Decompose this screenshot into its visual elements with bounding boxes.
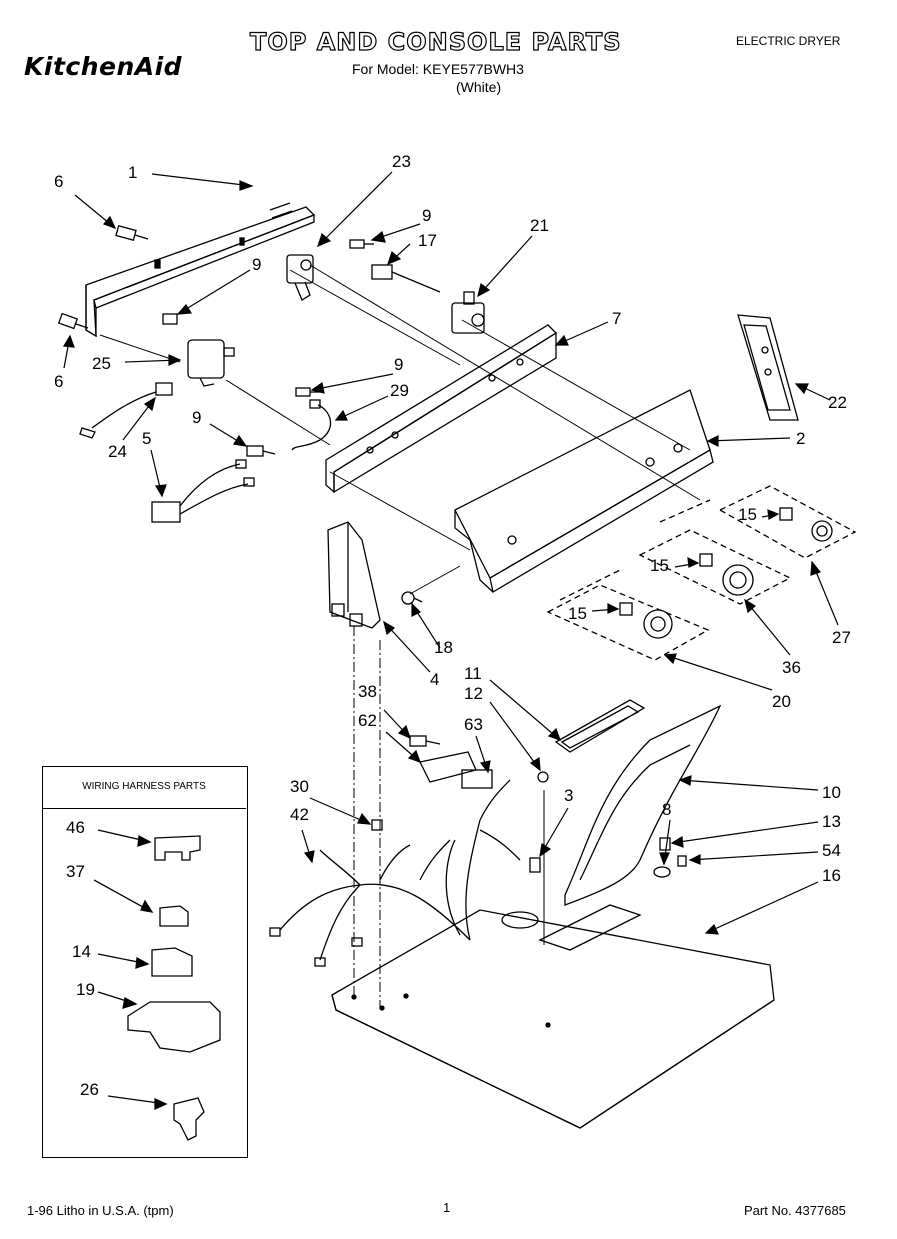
part-7-bracket xyxy=(325,324,558,494)
callout-15: 15 xyxy=(738,505,757,524)
part-62-bracket xyxy=(419,751,477,783)
part-5-harness xyxy=(151,459,255,523)
part-23-switch xyxy=(286,254,314,301)
knob-dashed-boxes xyxy=(546,485,857,661)
harness-parts-box xyxy=(42,766,248,1158)
callout-30: 30 xyxy=(290,777,309,796)
callout-20: 20 xyxy=(772,692,791,711)
callout-5: 5 xyxy=(142,429,152,448)
screw-6-top xyxy=(115,225,149,241)
screw-9-a xyxy=(349,239,374,249)
part-27-knob xyxy=(779,507,833,542)
part-1-bracket xyxy=(85,202,316,338)
callout-23: 23 xyxy=(392,152,411,171)
part-8-washer xyxy=(653,866,671,878)
callout-25: 25 xyxy=(92,354,111,373)
part-2-console xyxy=(454,389,714,594)
part-16-top xyxy=(331,904,775,1129)
part-63-clip xyxy=(461,769,493,789)
part-18-fastener xyxy=(401,591,423,605)
part-25-switch xyxy=(187,339,235,387)
part-3-screw xyxy=(529,857,541,873)
callout-42: 42 xyxy=(290,805,309,824)
callout-22: 22 xyxy=(828,393,847,412)
part-54-screw xyxy=(677,855,687,867)
screw-9-b xyxy=(162,313,178,325)
screw-9-d xyxy=(246,445,276,457)
callout-54: 54 xyxy=(822,841,841,860)
callout-9: 9 xyxy=(252,255,262,274)
part-29-wire xyxy=(291,399,332,451)
callout-15: 15 xyxy=(568,604,587,623)
callout-7: 7 xyxy=(612,309,622,328)
part-22-bracket xyxy=(737,314,799,421)
callout-18: 18 xyxy=(434,638,453,657)
callout-46: 46 xyxy=(66,818,85,837)
callout-36: 36 xyxy=(782,658,801,677)
leader-lines xyxy=(99,264,701,1008)
part-12-clip xyxy=(537,771,549,783)
model-line: For Model: KEYE577BWH3 xyxy=(352,61,524,77)
callout-17: 17 xyxy=(418,231,437,250)
callout-62: 62 xyxy=(358,711,377,730)
part-20-knob xyxy=(619,602,673,639)
part-21-timer xyxy=(451,291,485,334)
callout-1: 1 xyxy=(128,163,138,182)
callout-6: 6 xyxy=(54,172,64,191)
callout-12: 12 xyxy=(464,684,483,703)
callout-14: 14 xyxy=(72,942,91,961)
callout-29: 29 xyxy=(390,381,409,400)
page-title: TOP AND CONSOLE PARTS xyxy=(249,27,622,56)
part-38-screw xyxy=(409,735,441,747)
part-11-panel xyxy=(554,699,646,753)
callout-19: 19 xyxy=(76,980,95,999)
callout-2: 2 xyxy=(796,429,806,448)
callout-9: 9 xyxy=(192,408,202,427)
color-line: (White) xyxy=(456,79,502,95)
callout-38: 38 xyxy=(358,682,377,701)
print-info: 1-96 Litho in U.S.A. (tpm) xyxy=(27,1203,174,1218)
callout-16: 16 xyxy=(822,866,841,885)
callout-8: 8 xyxy=(662,800,672,819)
callout-26: 26 xyxy=(80,1080,99,1099)
callout-13: 13 xyxy=(822,812,841,831)
part-30-clip xyxy=(371,819,383,831)
page-number: 1 xyxy=(443,1200,451,1215)
callout-63: 63 xyxy=(464,715,483,734)
callout-21: 21 xyxy=(530,216,549,235)
part-13-screw xyxy=(659,837,671,851)
callout-15: 15 xyxy=(650,556,669,575)
callout-3: 3 xyxy=(564,786,574,805)
callout-27: 27 xyxy=(832,628,851,647)
callout-9: 9 xyxy=(422,206,432,225)
part-36-knob xyxy=(699,553,754,596)
part-number: Part No. 4377685 xyxy=(744,1203,846,1218)
callout-24: 24 xyxy=(108,442,127,461)
screw-6-bottom xyxy=(57,312,89,330)
callout-11: 11 xyxy=(464,664,482,683)
callout-arrows xyxy=(62,171,839,935)
callout-9: 9 xyxy=(394,355,404,374)
part-24-wire xyxy=(79,382,173,439)
callout-37: 37 xyxy=(66,862,85,881)
harness-parts-art xyxy=(93,829,221,1141)
callout-4: 4 xyxy=(430,670,440,689)
part-4-endcap xyxy=(327,521,381,629)
brand-logo: KitchenAid xyxy=(24,52,183,81)
callout-6: 6 xyxy=(54,372,64,391)
part-17-connector xyxy=(371,264,441,293)
document-type: ELECTRIC DRYER xyxy=(736,34,841,48)
callout-10: 10 xyxy=(822,783,841,802)
harness-parts-title: WIRING HARNESS PARTS xyxy=(42,766,246,809)
part-10-duct xyxy=(564,704,722,906)
